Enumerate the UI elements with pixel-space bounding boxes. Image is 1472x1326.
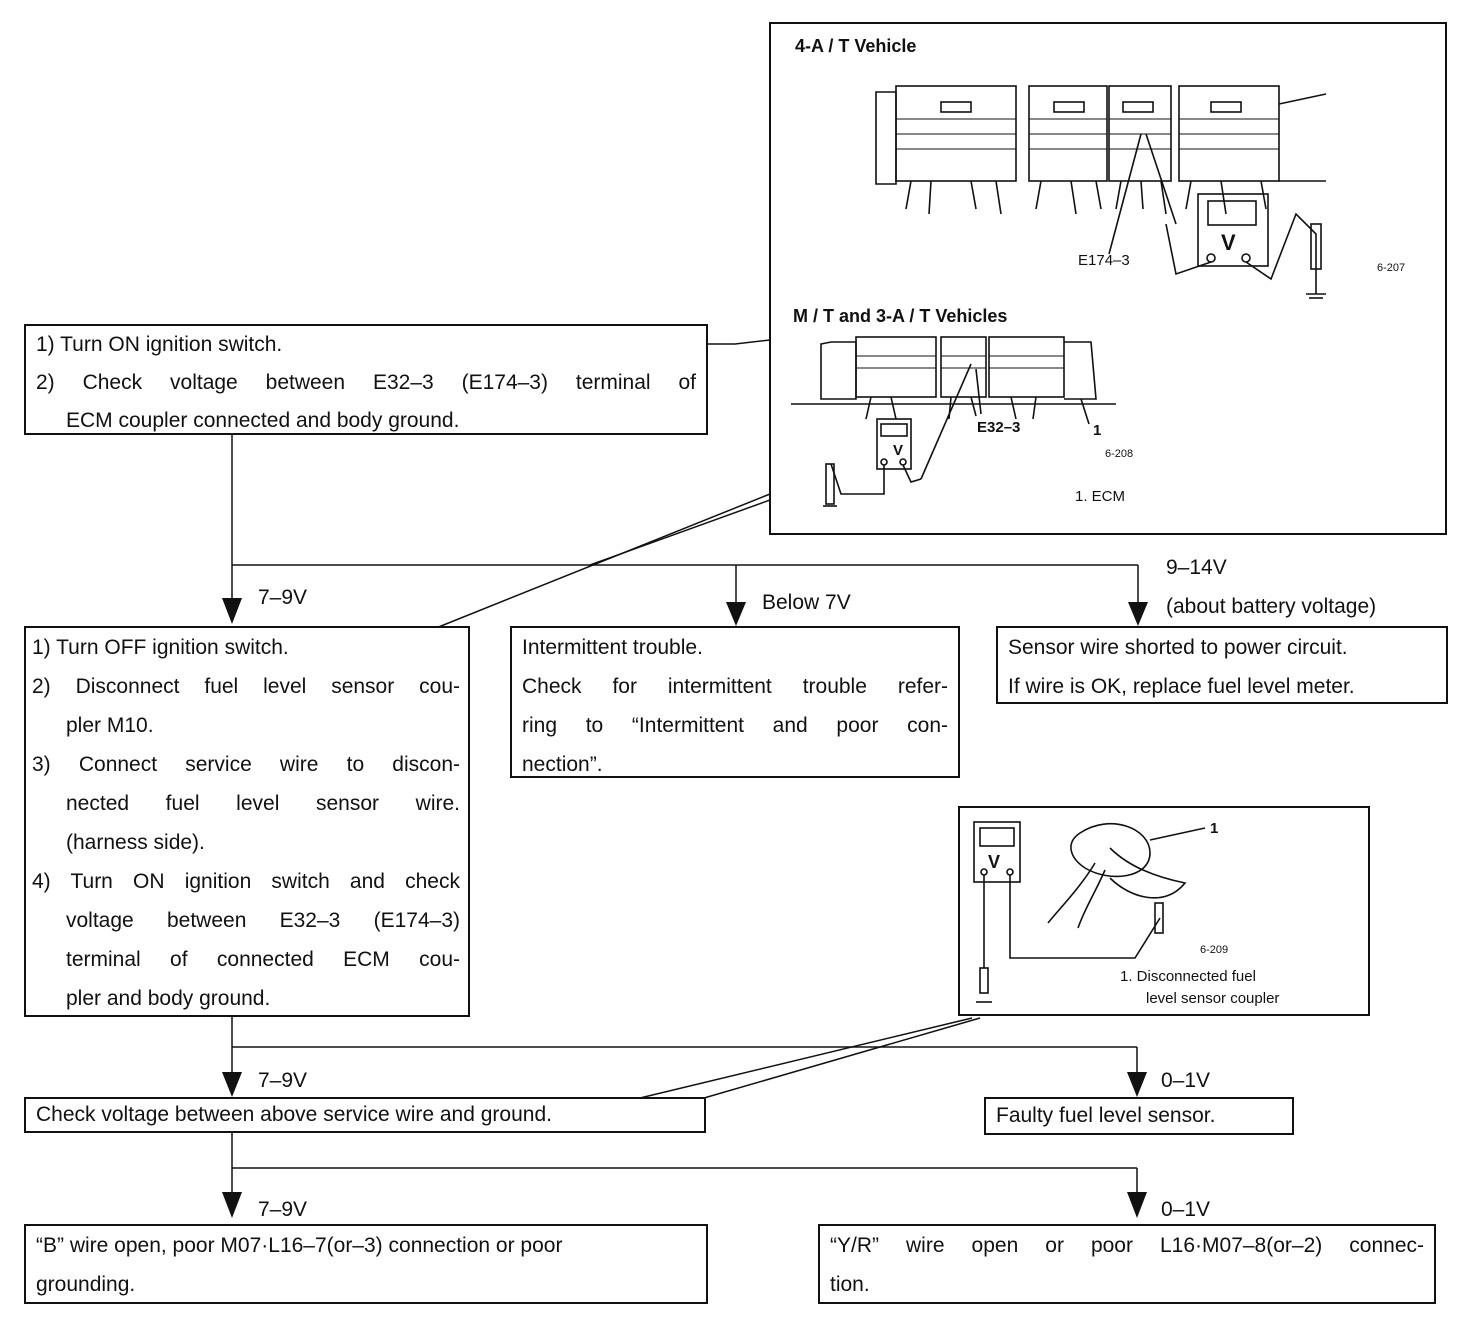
shorted-line: If wire is OK, replace fuel level meter. (1008, 675, 1355, 698)
branch1-label-7-9v: 7–9V (258, 586, 308, 609)
branch3-label-0-1v: 0–1V (1161, 1198, 1211, 1221)
step1-line1: 1) Turn ON ignition switch. (36, 333, 283, 356)
result-yr-line: “Y/R” wire open or poor L16·M07–8(or–2) … (830, 1234, 1424, 1257)
voltmeter-body (1197, 193, 1269, 267)
faulty-text: Faulty fuel level sensor. (996, 1104, 1216, 1127)
arrow-head (1128, 602, 1148, 626)
step2-line: 4) Turn ON ignition switch and check (32, 870, 460, 893)
branch1-label-battery-voltage: (about battery voltage) (1166, 595, 1377, 618)
intermittent-line: Intermittent trouble. (522, 636, 703, 659)
fuel-sensor-figure-panel: V 1 6-209 1. Disconnected fuel level sen… (958, 806, 1370, 1016)
heading-4at-vehicle: 4-A / T Vehicle (795, 36, 917, 56)
intermittent-line: nection”. (522, 753, 603, 776)
step1-line2: 2) Check voltage between E32–3 (E174–3) … (36, 371, 696, 394)
connector-block (940, 336, 987, 398)
step2-line: terminal of connected ECM cou- (66, 948, 460, 971)
faulty-sensor-box: Faulty fuel level sensor. (984, 1097, 1294, 1135)
heading-mt-3at-vehicles: M / T and 3-A / T Vehicles (793, 306, 1008, 326)
connector-block (988, 336, 1065, 398)
arrow-head (1127, 1072, 1147, 1097)
figure-code-6-207: 6-207 (1377, 262, 1406, 274)
figure-code-6-208: 6-208 (1105, 448, 1134, 460)
result-b-wire-box: “B” wire open, poor M07·L16–7(or–3) conn… (24, 1224, 708, 1304)
branch2-label-0-1v: 0–1V (1161, 1069, 1211, 1092)
step2-line: pler M10. (66, 714, 154, 737)
step3-check-box: Check voltage between above service wire… (24, 1097, 706, 1133)
branch2-label-7-9v: 7–9V (258, 1069, 308, 1092)
result-b-line: “B” wire open, poor M07·L16–7(or–3) conn… (36, 1234, 563, 1257)
label-e32-3: E32–3 (977, 419, 1021, 436)
ecm-figure-panel: 4-A / T Vehicle E174–3 6-207 M / T and 3… (769, 22, 1447, 535)
step2-line: 1) Turn OFF ignition switch. (32, 636, 289, 659)
meter-v-glyph: V (988, 852, 1001, 872)
figure-code-6-209: 6-209 (1200, 944, 1229, 956)
step2-line: nected fuel level sensor wire. (66, 792, 460, 815)
voltmeter-body (876, 418, 912, 470)
step2-line: (harness side). (66, 831, 205, 854)
sensor-shorted-box: Sensor wire shorted to power circuit. If… (996, 626, 1448, 704)
step2-line: pler and body ground. (66, 987, 271, 1010)
intermittent-line: ring to “Intermittent and poor con- (522, 714, 948, 737)
step2-line: 3) Connect service wire to discon- (32, 753, 460, 776)
sensor-legend-line2: level sensor coupler (1146, 990, 1280, 1007)
label-e174-3: E174–3 (1078, 252, 1130, 269)
step2-line: voltage between E32–3 (E174–3) (66, 909, 460, 932)
meter-v-glyph: V (1221, 230, 1236, 255)
step1-check-box: 1) Turn ON ignition switch. 2) Check vol… (24, 324, 708, 435)
step3-text: Check voltage between above service wire… (36, 1103, 552, 1126)
step2-check-box: 1) Turn OFF ignition switch. 2) Disconne… (24, 626, 470, 1017)
result-yr-line: tion. (830, 1273, 870, 1296)
sensor-legend-line1: 1. Disconnected fuel (1120, 968, 1256, 985)
result-b-line: grounding. (36, 1273, 136, 1296)
meter-v-glyph: V (893, 442, 904, 459)
fuel-sensor-illustration (973, 821, 1206, 1003)
branch3-label-7-9v: 7–9V (258, 1198, 308, 1221)
ecm-legend: 1. ECM (1075, 488, 1126, 505)
ecm-callout-number: 1 (1093, 422, 1102, 439)
arrow-head (1127, 1192, 1147, 1218)
arrow-head (726, 602, 746, 626)
arrow-head (222, 1192, 242, 1218)
branch1-label-9-14v: 9–14V (1166, 556, 1227, 579)
shorted-line: Sensor wire shorted to power circuit. (1008, 636, 1348, 659)
ecm-connector-illustration (791, 85, 1327, 507)
branch1-label-below-7v: Below 7V (762, 591, 851, 614)
arrow-head (222, 598, 242, 624)
sensor-callout-number: 1 (1210, 820, 1219, 837)
result-yr-wire-box: “Y/R” wire open or poor L16·M07–8(or–2) … (818, 1224, 1436, 1304)
connector-block (855, 336, 937, 398)
intermittent-line: Check for intermittent trouble refer- (522, 675, 948, 698)
arrow-head (222, 1072, 242, 1097)
intermittent-trouble-box: Intermittent trouble. Check for intermit… (510, 626, 960, 778)
arrowheads (222, 598, 1148, 1218)
step2-line: 2) Disconnect fuel level sensor cou- (32, 675, 460, 698)
voltmeter-body (973, 821, 1021, 883)
step1-line3: ECM coupler connected and body ground. (66, 409, 460, 432)
